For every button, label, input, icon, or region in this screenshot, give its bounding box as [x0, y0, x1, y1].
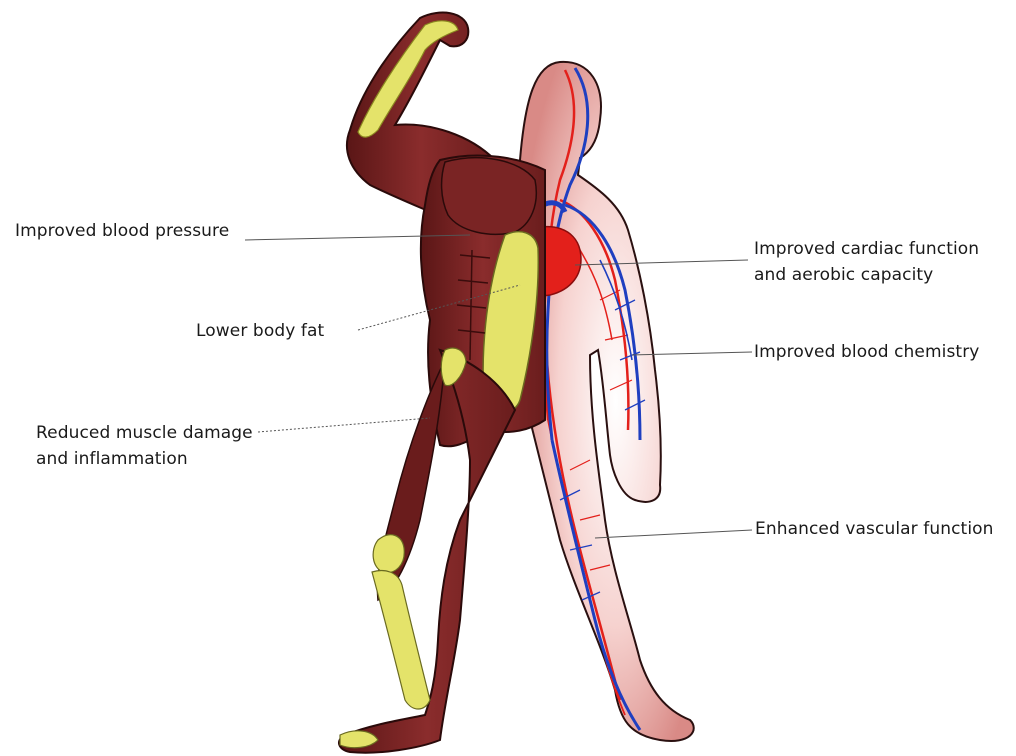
label-enhanced-vascular-function: Enhanced vascular function: [755, 516, 994, 542]
label-improved-blood-pressure: Improved blood pressure: [15, 218, 229, 244]
label-improved-blood-chemistry: Improved blood chemistry: [754, 339, 979, 365]
leader-vascular: [595, 530, 752, 538]
leader-muscle-damage: [258, 418, 430, 432]
label-improved-cardiac-function: Improved cardiac function and aerobic ca…: [754, 236, 979, 288]
shin-bone: [372, 571, 430, 709]
muscular-half: [339, 13, 545, 753]
vascular-half: [520, 62, 694, 741]
pectoral-muscle: [442, 158, 537, 235]
knee-bone: [373, 535, 404, 573]
label-lower-body-fat: Lower body fat: [196, 318, 324, 344]
label-reduced-muscle-damage: Reduced muscle damage and inflammation: [36, 420, 253, 472]
